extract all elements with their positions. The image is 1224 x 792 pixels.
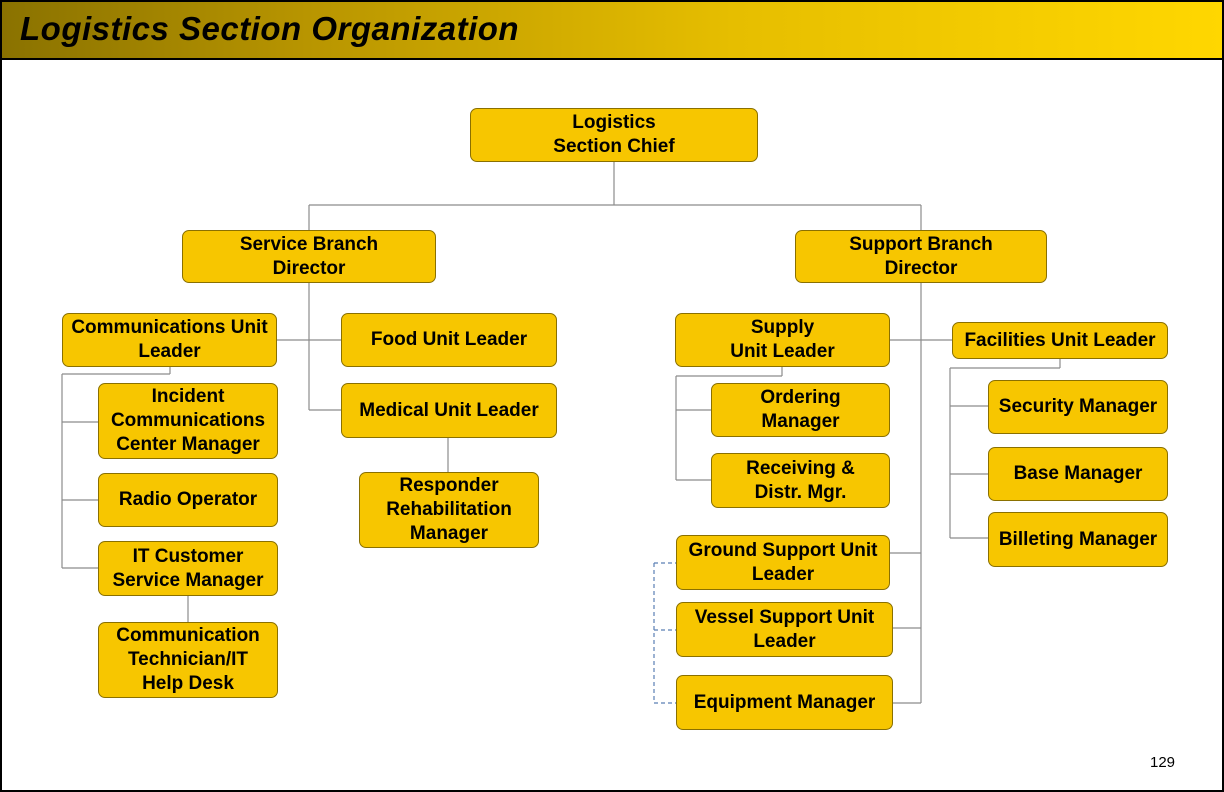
responder-rehabilitation-manager-box: Responder Rehabilitation Manager xyxy=(359,472,539,548)
communications-unit-leader-box: Communications Unit Leader xyxy=(62,313,277,367)
facilities-unit-leader-box: Facilities Unit Leader xyxy=(952,322,1168,359)
logistics-section-chief-box: Logistics Section Chief xyxy=(470,108,758,162)
incident-communications-center-manager-box: Incident Communications Center Manager xyxy=(98,383,278,459)
ordering-manager-box: Ordering Manager xyxy=(711,383,890,437)
service-branch-director-box: Service Branch Director xyxy=(182,230,436,283)
receiving-distribution-manager-box: Receiving & Distr. Mgr. xyxy=(711,453,890,508)
it-customer-service-manager-box: IT Customer Service Manager xyxy=(98,541,278,596)
title-banner: Logistics Section Organization xyxy=(2,2,1222,60)
communication-technician-help-desk-box: Communication Technician/IT Help Desk xyxy=(98,622,278,698)
page-number: 129 xyxy=(1150,754,1176,771)
medical-unit-leader-box: Medical Unit Leader xyxy=(341,383,557,438)
supply-unit-leader-box: Supply Unit Leader xyxy=(675,313,890,367)
equipment-manager-box: Equipment Manager xyxy=(676,675,893,730)
support-branch-director-box: Support Branch Director xyxy=(795,230,1047,283)
radio-operator-box: Radio Operator xyxy=(98,473,278,527)
security-manager-box: Security Manager xyxy=(988,380,1168,434)
base-manager-box: Base Manager xyxy=(988,447,1168,501)
ground-support-unit-leader-box: Ground Support Unit Leader xyxy=(676,535,890,590)
slide-title: Logistics Section Organization xyxy=(20,10,520,47)
vessel-support-unit-leader-box: Vessel Support Unit Leader xyxy=(676,602,893,657)
food-unit-leader-box: Food Unit Leader xyxy=(341,313,557,367)
billeting-manager-box: Billeting Manager xyxy=(988,512,1168,567)
